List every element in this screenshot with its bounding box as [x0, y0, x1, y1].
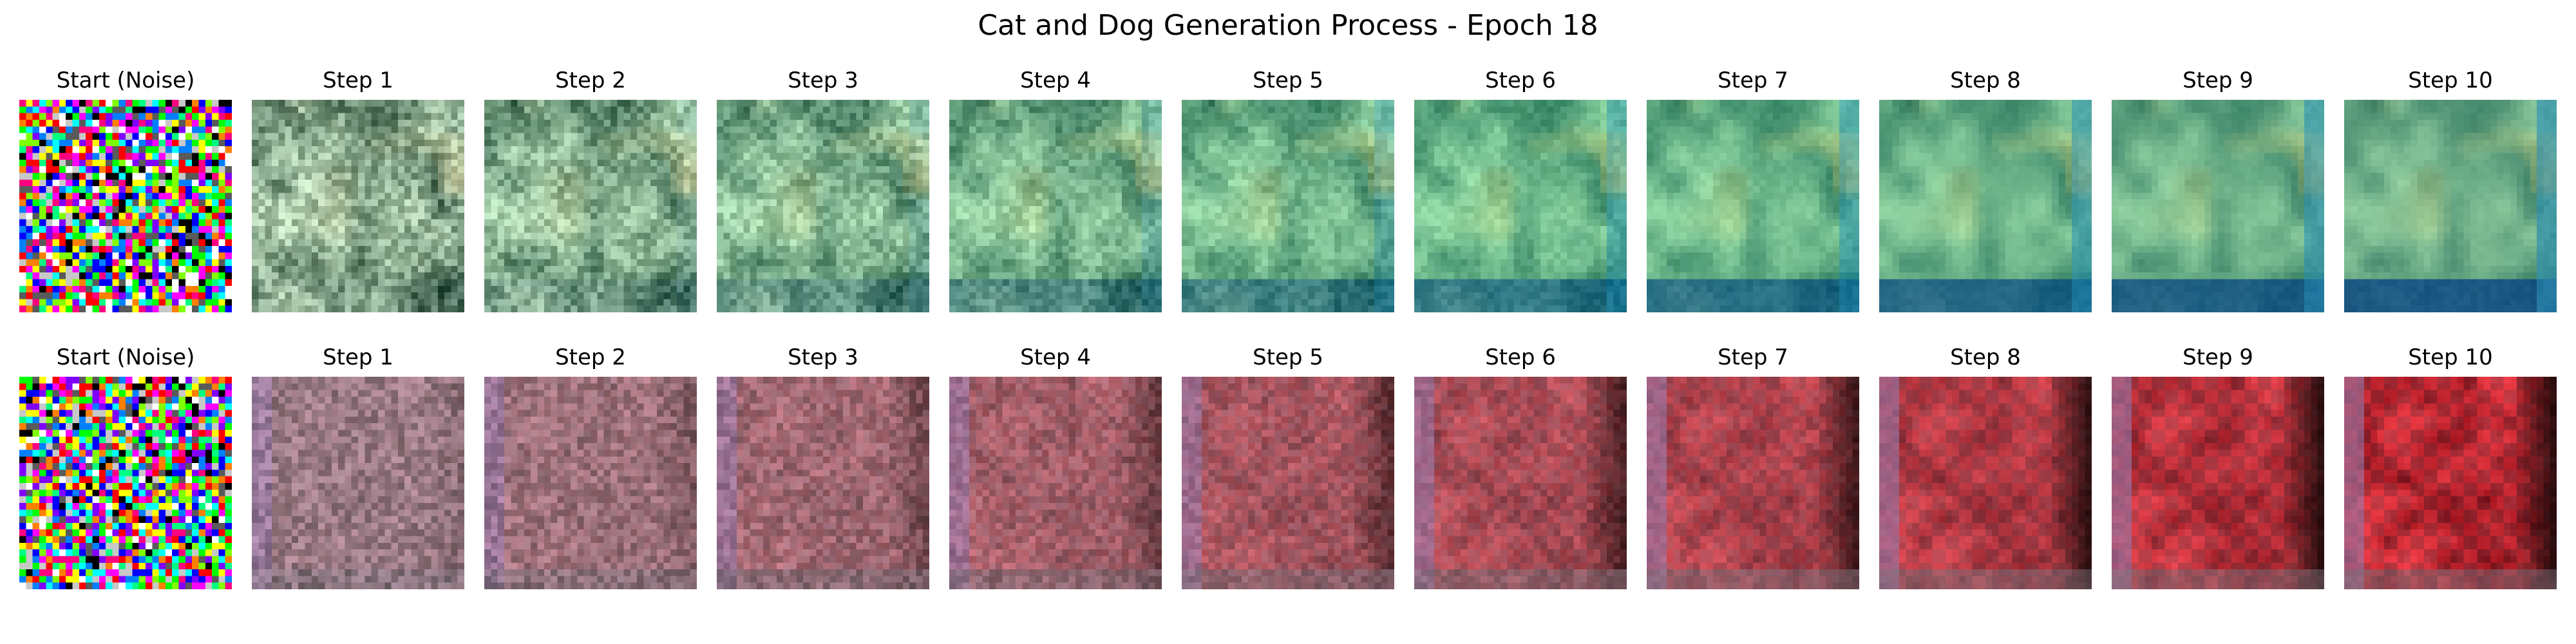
- noise-image: [19, 377, 232, 589]
- generated-image: [1879, 100, 2092, 312]
- generated-image: [1182, 377, 1394, 589]
- panel-title-step: Step 1: [323, 345, 393, 370]
- generated-image: [2112, 100, 2324, 312]
- panel-title-step: Step 3: [788, 345, 858, 370]
- generated-image: [1414, 100, 1627, 312]
- generated-image: [1647, 100, 1859, 312]
- generated-image: [1414, 377, 1627, 589]
- generated-image: [1879, 377, 2092, 589]
- panel-title-step: Step 10: [2408, 68, 2493, 93]
- panel-title-step: Step 7: [1718, 345, 1788, 370]
- panel-title-step: Step 7: [1718, 68, 1788, 93]
- panel-title-step: Step 5: [1253, 345, 1323, 370]
- panel-title-step: Step 3: [788, 68, 858, 93]
- figure-title: Cat and Dog Generation Process - Epoch 1…: [978, 9, 1598, 42]
- panel-title-step: Step 2: [555, 345, 626, 370]
- panel-title-step: Step 5: [1253, 68, 1323, 93]
- generated-image: [949, 100, 1162, 312]
- panel-title-step: Step 1: [323, 68, 393, 93]
- panel-title-step: Step 2: [555, 68, 626, 93]
- generated-image: [2344, 377, 2557, 589]
- generated-image: [1182, 100, 1394, 312]
- panel-title-noise: Start (Noise): [56, 68, 195, 93]
- generated-image: [252, 377, 464, 589]
- panel-title-step: Step 4: [1020, 345, 1091, 370]
- panel-title-noise: Start (Noise): [56, 345, 195, 370]
- panel-title-step: Step 4: [1020, 68, 1091, 93]
- panel-title-step: Step 10: [2408, 345, 2493, 370]
- generated-image: [1647, 377, 1859, 589]
- generated-image: [2344, 100, 2557, 312]
- panel-title-step: Step 8: [1950, 68, 2021, 93]
- panel-title-step: Step 9: [2183, 68, 2253, 93]
- generated-image: [484, 377, 697, 589]
- generated-image: [949, 377, 1162, 589]
- panel-title-step: Step 6: [1485, 345, 1556, 370]
- generated-image: [717, 377, 929, 589]
- panel-title-step: Step 8: [1950, 345, 2021, 370]
- panel-title-step: Step 9: [2183, 345, 2253, 370]
- generated-image: [717, 100, 929, 312]
- noise-image: [19, 100, 232, 312]
- generated-image: [2112, 377, 2324, 589]
- panel-title-step: Step 6: [1485, 68, 1556, 93]
- generated-image: [252, 100, 464, 312]
- generated-image: [484, 100, 697, 312]
